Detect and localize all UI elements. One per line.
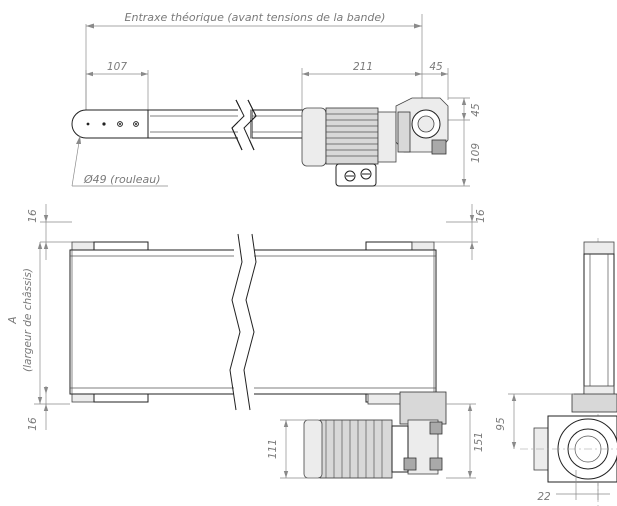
motor-height-label: 109 (470, 143, 482, 163)
motor-length-dimension: 211 45 (301, 61, 449, 110)
end-view-offset-label: 22 (537, 491, 551, 503)
roller-diameter-label: Ø49 (rouleau) (83, 173, 161, 186)
end-view-dimensions: 95 22 (495, 393, 610, 503)
frame-width-symbol: A (7, 316, 19, 324)
center-distance-label: Entraxe théorique (avant tensions de la … (125, 11, 386, 24)
center-distance-dimension: Entraxe théorique (avant tensions de la … (85, 11, 423, 112)
top-margin-right-label: 16 (475, 209, 487, 223)
motor-length-label: 211 (353, 61, 373, 73)
motor-side-depth-label: 151 (473, 432, 485, 452)
motor-side-height-label: 111 (267, 439, 279, 459)
gearbox-offset-v-label: 45 (470, 103, 482, 117)
right-vertical-dimensions: 45 109 (372, 97, 482, 187)
pulley-offset-label: 107 (107, 61, 127, 73)
top-margin-left-label: 16 (27, 209, 39, 223)
side-view-conveyor (71, 97, 449, 187)
pulley-offset-dimension: 107 (85, 61, 149, 112)
roller-diameter-callout: Ø49 (rouleau) (71, 135, 168, 187)
motor-side-dimensions: 111 151 (267, 403, 485, 479)
end-view-height-label: 95 (495, 417, 507, 431)
plan-view-conveyor: 16 16 A (largeur de châssis) 16 (7, 204, 487, 479)
end-view-conveyor (520, 238, 617, 506)
frame-width-label: (largeur de châssis) (22, 268, 34, 372)
gearbox-offset-h-label: 45 (429, 61, 443, 73)
bottom-margin-label: 16 (27, 417, 39, 431)
